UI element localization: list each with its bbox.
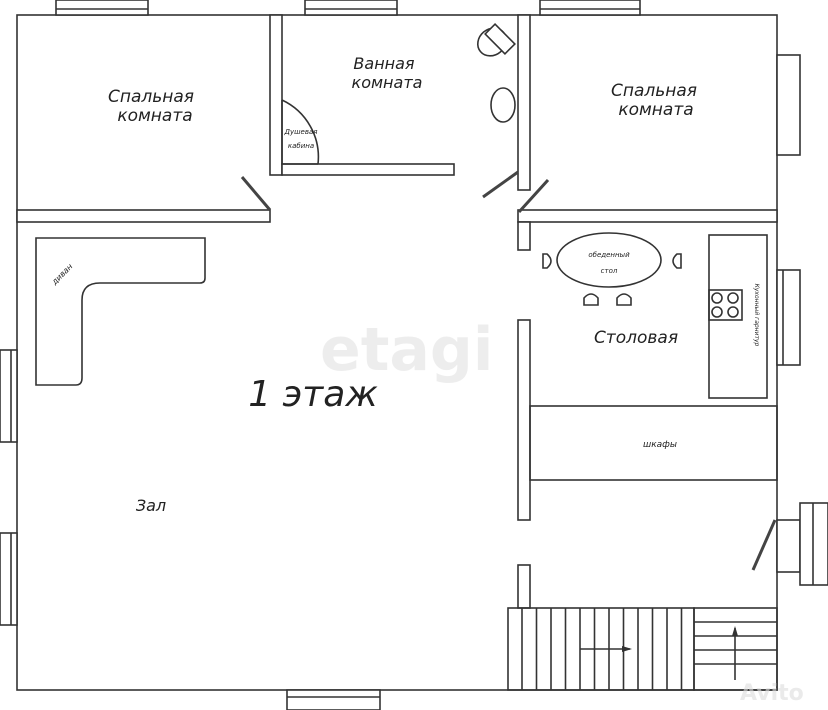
room-label-bedroom-right: комната	[618, 100, 693, 120]
dining-table	[556, 232, 662, 288]
doors	[240, 170, 777, 571]
watermark-avito: Avito	[740, 681, 804, 706]
arrow-up-icon	[732, 626, 738, 636]
watermark-etagi: etagi	[320, 315, 493, 385]
wardrobes	[529, 405, 778, 481]
wardrobes-label: шкафы	[643, 440, 677, 450]
sink-icon	[490, 87, 516, 123]
shower-label: Душевая	[284, 128, 318, 136]
dining-table-label: стол	[601, 267, 618, 275]
floor-title: 1 этаж	[248, 374, 378, 415]
staircase	[507, 607, 778, 691]
shower-label: кабина	[288, 142, 314, 150]
arrow-right-icon	[622, 646, 632, 652]
sofa	[35, 237, 206, 386]
chair-icons	[542, 253, 682, 306]
dining-table-label: обеденный	[588, 251, 630, 259]
room-label-hall: Зал	[136, 496, 166, 515]
sofa-label: диван	[49, 262, 74, 287]
stove-icon	[708, 289, 743, 321]
shower-cabin-outline	[281, 100, 318, 165]
room-label-bedroom-left: Спальная	[108, 87, 194, 107]
toilet-icon	[476, 23, 516, 57]
shower-cabin	[281, 99, 320, 165]
room-label-bathroom: Ванная	[353, 54, 415, 73]
room-label-bedroom-left: комната	[117, 106, 192, 126]
room-label-bathroom: комната	[352, 73, 423, 92]
room-label-dining: Столовая	[594, 328, 678, 348]
kitchen-set-label: Кухонный гарнитур	[753, 284, 760, 347]
room-label-bedroom-right: Спальная	[611, 81, 697, 101]
